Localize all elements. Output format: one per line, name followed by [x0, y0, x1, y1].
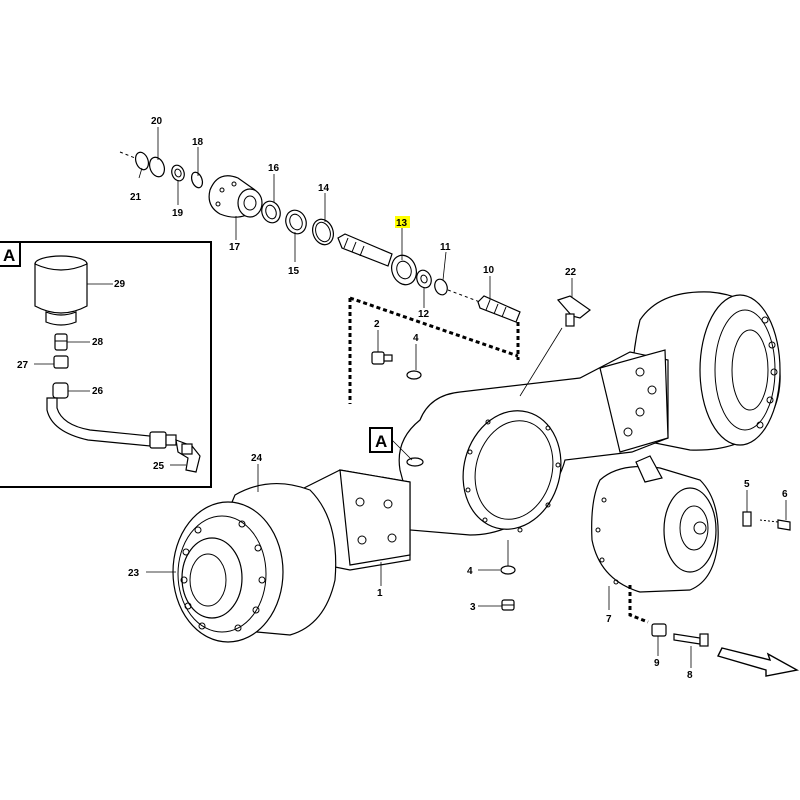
leader-lines — [138, 127, 787, 668]
callout-29: 29 — [114, 279, 126, 290]
sleeve-9 — [651, 623, 667, 637]
forward-direction-arrow — [716, 647, 800, 677]
callout-17: 17 — [229, 242, 241, 253]
callout-4-lower: 4 — [467, 566, 473, 577]
companion-flange-17 — [208, 175, 263, 218]
callout-1: 1 — [377, 588, 383, 599]
callout-5: 5 — [744, 479, 750, 490]
callout-21: 21 — [130, 192, 142, 203]
detail-a-inset: A — [0, 241, 212, 488]
callout-22: 22 — [565, 267, 577, 278]
right-wheel-hub — [631, 291, 781, 451]
bolt-8 — [673, 633, 709, 647]
washer-4-upper — [406, 370, 422, 380]
callout-12: 12 — [418, 309, 430, 320]
callout-2: 2 — [374, 319, 380, 330]
drive-shaft-10 — [477, 295, 521, 323]
oring-18 — [190, 171, 204, 189]
callout-11: 11 — [440, 242, 451, 253]
callout-16: 16 — [268, 163, 280, 174]
lower-dashed-bracket — [628, 585, 649, 624]
washer-12 — [416, 269, 432, 289]
callout-24: 24 — [251, 453, 263, 464]
highlight-13 — [395, 216, 410, 228]
callout-28: 28 — [92, 337, 104, 348]
callout-14: 14 — [318, 183, 330, 194]
breather-fitting — [54, 333, 68, 351]
bolt-2 — [371, 351, 393, 365]
callout-10: 10 — [483, 265, 495, 276]
ring-15 — [285, 209, 307, 235]
hose-fitting — [52, 382, 69, 399]
callout-15: 15 — [288, 266, 300, 277]
breather-hose — [46, 397, 151, 447]
pinion-shaft — [337, 233, 393, 267]
left-wheel-hub — [172, 482, 337, 643]
callout-9: 9 — [654, 658, 660, 669]
circlip-14 — [312, 218, 334, 246]
washer-19 — [171, 164, 185, 182]
callout-labels: 20 18 21 19 16 17 14 15 13 11 10 12 22 2… — [17, 116, 788, 681]
hose-elbow — [175, 439, 201, 473]
callout-23: 23 — [128, 568, 140, 579]
callout-27: 27 — [17, 360, 29, 371]
differential-carrier-7 — [591, 455, 719, 593]
detail-a-label-box — [0, 241, 21, 267]
callout-3: 3 — [470, 602, 476, 613]
callout-19: 19 — [172, 208, 184, 219]
pinion-shaft-assembly — [119, 151, 521, 323]
detail-a-frame — [0, 241, 212, 488]
callout-18: 18 — [192, 137, 204, 148]
breather-connector — [53, 355, 69, 369]
callout-4-upper: 4 — [413, 333, 419, 344]
detail-a-marker-label: A — [375, 432, 387, 451]
plug-22 — [556, 295, 592, 327]
bolt-3 — [501, 599, 515, 611]
breather-filter — [34, 255, 88, 326]
bearing-13 — [391, 254, 417, 286]
detail-a-label: A — [3, 246, 15, 265]
callout-25: 25 — [153, 461, 165, 472]
washer-4-lower — [500, 565, 516, 575]
callout-6: 6 — [782, 489, 788, 500]
callout-20: 20 — [151, 116, 163, 127]
callout-7: 7 — [606, 614, 612, 625]
callout-26: 26 — [92, 386, 104, 397]
callout-13: 13 — [396, 218, 408, 229]
ring-11 — [434, 278, 448, 296]
screw-6 — [759, 519, 791, 531]
axle-housing-1 — [299, 291, 781, 571]
circlip-21 — [134, 151, 150, 171]
nut-20 — [148, 156, 166, 178]
plate-5 — [742, 511, 752, 527]
callout-8: 8 — [687, 670, 693, 681]
